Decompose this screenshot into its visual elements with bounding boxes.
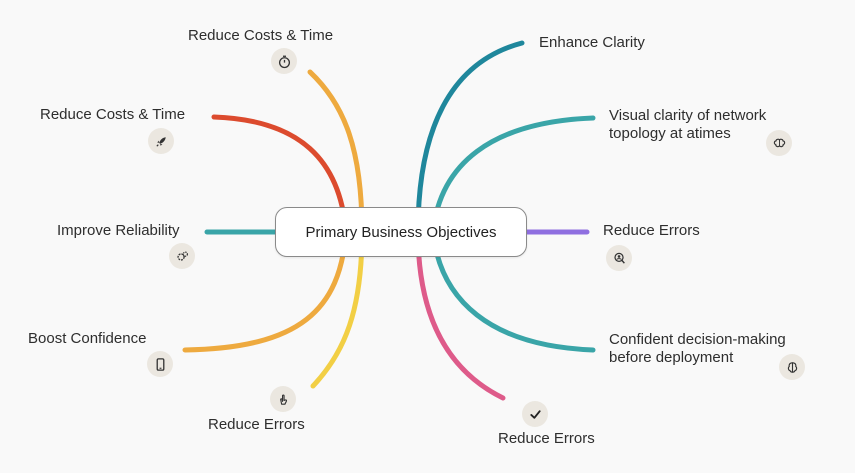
- central-topic-label: Primary Business Objectives: [305, 223, 497, 241]
- branch-label-visual-clarity[interactable]: Visual clarity of network topology at at…: [609, 107, 767, 142]
- stopwatch-icon: [271, 48, 297, 74]
- branch-label-enhance-clarity[interactable]: Enhance Clarity: [539, 34, 645, 51]
- branch-label-reduce-errors-bottom-left[interactable]: Reduce Errors: [208, 416, 305, 433]
- rocket-icon: [148, 128, 174, 154]
- branch-label-boost-confidence[interactable]: Boost Confidence: [28, 330, 147, 347]
- connector-b6: [415, 40, 525, 235]
- branch-label-reduce-costs-time-top[interactable]: Reduce Costs & Time: [188, 27, 334, 44]
- gears-icon: [169, 243, 195, 269]
- branch-label-confident-decision[interactable]: Confident decision-making before deploym…: [609, 331, 786, 366]
- brain-icon: [766, 130, 792, 156]
- branch-label-improve-reliability[interactable]: Improve Reliability: [57, 222, 180, 239]
- branch-label-reduce-errors-right[interactable]: Reduce Errors: [603, 222, 700, 239]
- phone-icon: [147, 351, 173, 377]
- connector-b1: [307, 69, 365, 235]
- branch-label-reduce-costs-time-left[interactable]: Reduce Costs & Time: [40, 106, 186, 123]
- central-topic[interactable]: Primary Business Objectives: [275, 207, 527, 257]
- checkmark-icon: [522, 401, 548, 427]
- connector-b5: [310, 229, 365, 389]
- person-search-icon: [606, 245, 632, 271]
- brain-side-icon: [779, 354, 805, 380]
- connector-b4: [182, 229, 349, 353]
- branch-label-reduce-errors-bottom-right[interactable]: Reduce Errors: [498, 430, 595, 447]
- hand-icon: [270, 386, 296, 412]
- connector-b10: [415, 229, 506, 401]
